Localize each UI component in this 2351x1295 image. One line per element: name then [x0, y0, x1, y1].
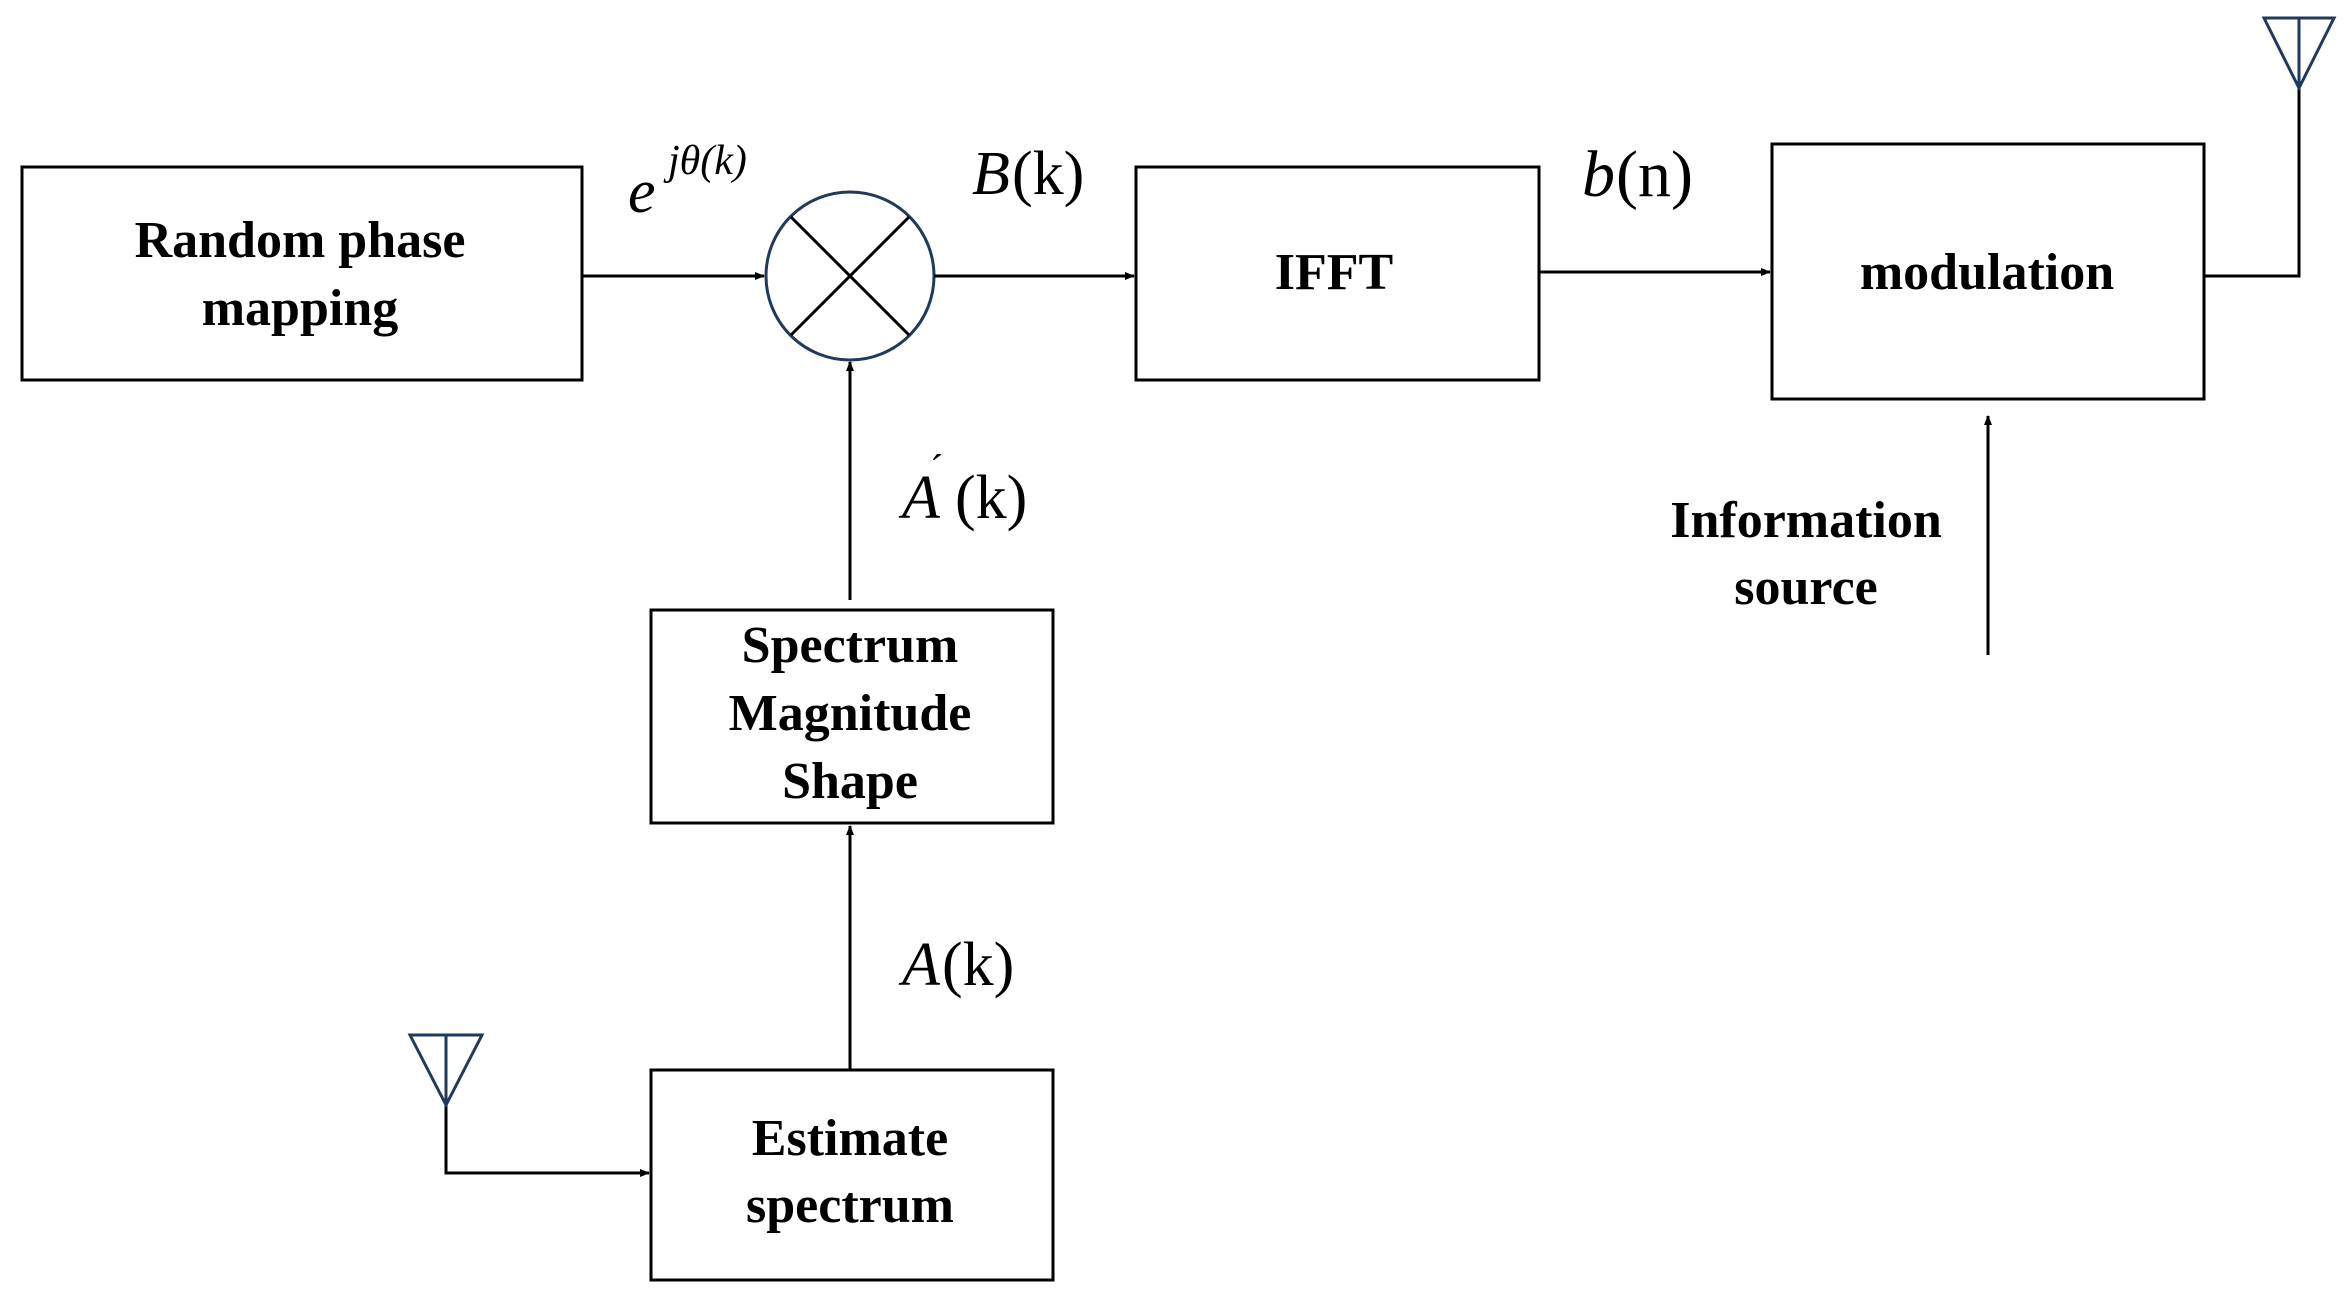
- rx-antenna-icon: [407, 1033, 485, 1109]
- estimate-spectrum-block: Estimate spectrum: [649, 1068, 1055, 1282]
- random-phase-mapping-label-line2: mapping: [202, 280, 399, 337]
- mixer-output-label: B (k): [972, 140, 1084, 208]
- random-phase-mapping-label-line1: Random phase: [135, 212, 466, 269]
- modulation-to-antenna-wire: [2204, 75, 2301, 278]
- ifft-output-arg: (n): [1616, 138, 1693, 211]
- tx-antenna-icon: [2261, 16, 2337, 92]
- mixer-output-arg: (k): [1012, 140, 1084, 208]
- ifft-block: IFFT: [1134, 165, 1541, 382]
- ifft-output-symbol: b: [1582, 138, 1615, 211]
- phase-factor-base: e: [628, 158, 656, 226]
- estimated-magnitude-arg: (k): [942, 931, 1014, 999]
- phase-factor-exponent: jθ(k): [663, 138, 747, 184]
- mixer-output-symbol: B: [972, 140, 1010, 208]
- spectrum-magnitude-shape-label-line1: Spectrum: [742, 617, 959, 674]
- spectrum-magnitude-shape-label-line3: Shape: [782, 753, 918, 810]
- ifft-label: IFFT: [1275, 244, 1393, 301]
- estimate-spectrum-label-line1: Estimate: [752, 1110, 948, 1167]
- ifft-output-label: b (n): [1582, 138, 1693, 211]
- information-source-label-line1: Information: [1670, 492, 1942, 549]
- multiplier-circle-x-icon: [764, 190, 936, 362]
- estimate-spectrum-label-line2: spectrum: [746, 1177, 954, 1234]
- shaped-magnitude-prime: ´: [930, 446, 943, 491]
- spectrum-magnitude-shape-block: Spectrum Magnitude Shape: [649, 608, 1055, 825]
- shaped-magnitude-label: A ´ (k): [898, 446, 1027, 532]
- rx-antenna-to-estimate-arrow: [444, 1100, 650, 1177]
- shaped-magnitude-symbol: A: [898, 464, 941, 532]
- estimated-magnitude-label: A (k): [898, 931, 1014, 999]
- random-phase-mapping-block: Random phase mapping: [20, 165, 584, 382]
- estimated-magnitude-symbol: A: [898, 931, 941, 999]
- phase-factor-label: e jθ(k): [628, 138, 747, 226]
- modulation-block: modulation: [1770, 142, 2206, 401]
- shaped-magnitude-arg: (k): [955, 464, 1027, 532]
- information-source-label-line2: source: [1734, 559, 1877, 616]
- spectrum-magnitude-shape-label-line2: Magnitude: [729, 685, 972, 742]
- modulation-label: modulation: [1860, 244, 2114, 301]
